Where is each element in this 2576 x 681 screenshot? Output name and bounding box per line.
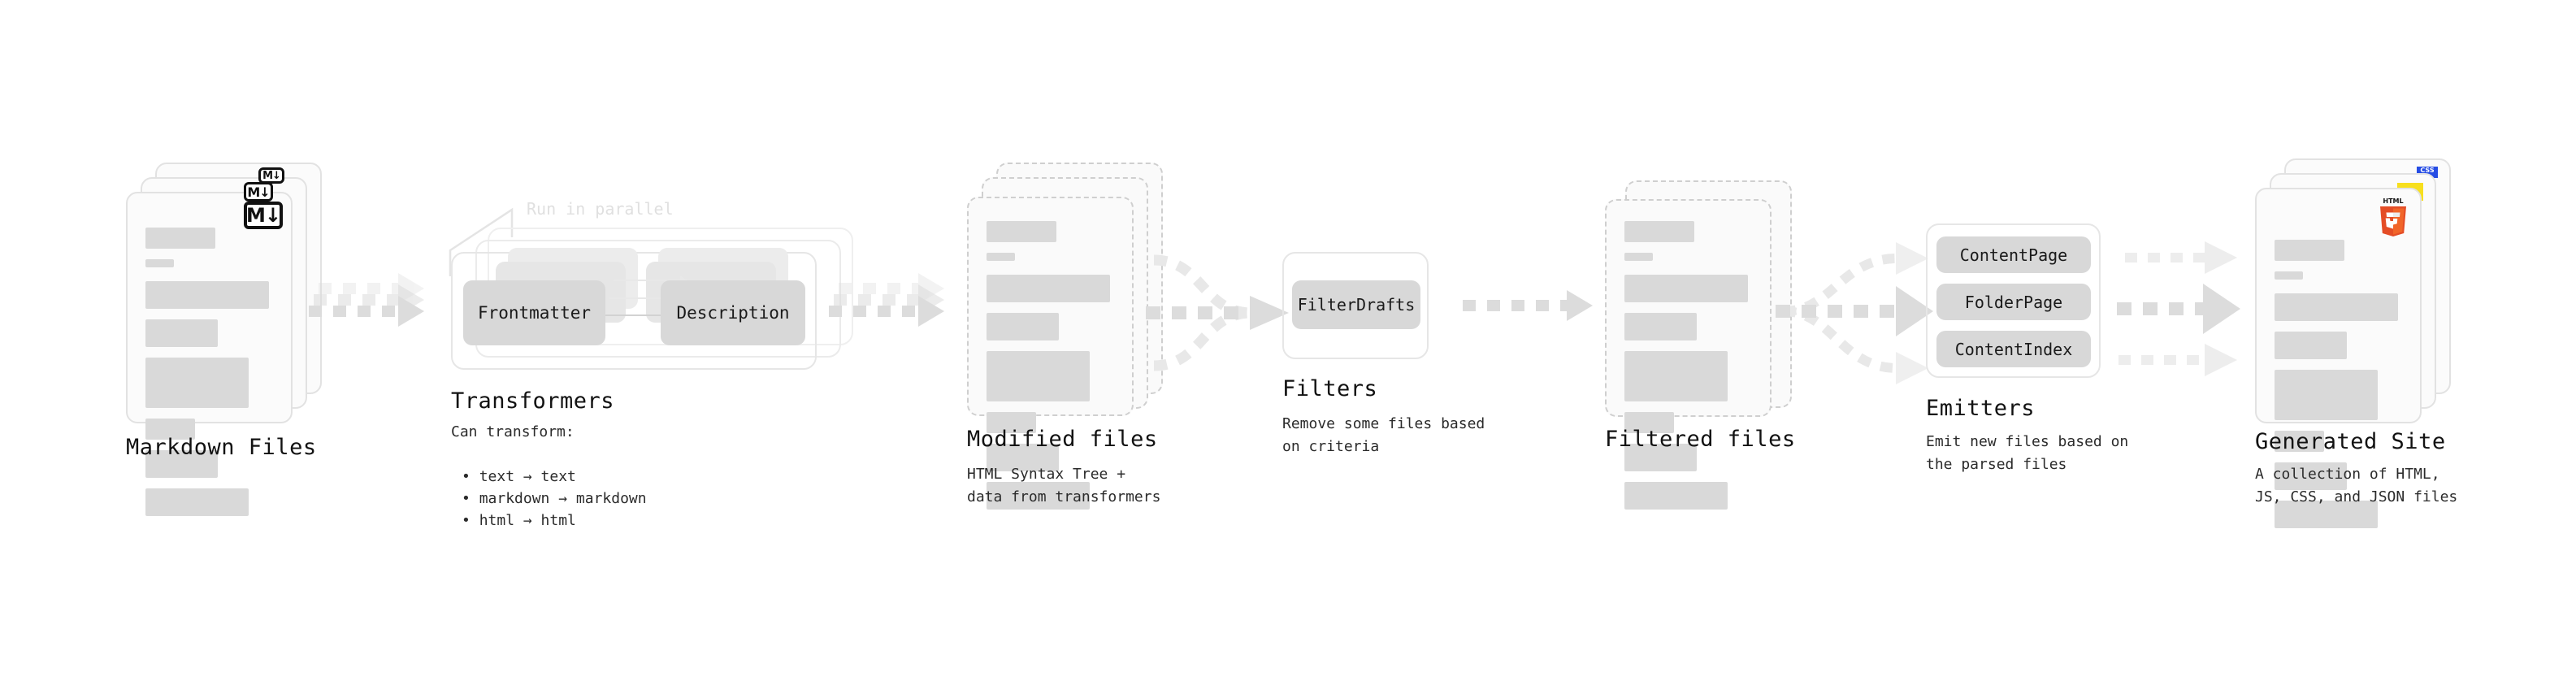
- content-bar: [987, 221, 1057, 242]
- content-bar: [987, 313, 1060, 340]
- content-bar: [145, 259, 174, 267]
- transformers-subtitle: Can transform:: [451, 423, 575, 440]
- content-bar: [987, 412, 1037, 433]
- flow-arrow-6: [2117, 241, 2240, 376]
- generated-file-html: HTML: [2255, 188, 2422, 528]
- filters-box: [1282, 252, 1429, 359]
- run-in-parallel-label: Run in parallel: [527, 199, 674, 219]
- markdown-icon-back-1: M↓: [244, 182, 273, 202]
- transformer-chip-description[interactable]: Description: [661, 280, 805, 345]
- flow-arrow-2: [829, 296, 944, 327]
- content-bar: [145, 228, 216, 249]
- content-bar: [987, 275, 1111, 302]
- markdown-files-title: Markdown Files: [126, 435, 317, 460]
- markdown-file-content: [145, 228, 273, 527]
- content-bar: [1624, 221, 1695, 242]
- generated-site-stack: CSS HTML: [2255, 158, 2466, 528]
- emitters-box: [1926, 223, 2101, 378]
- generated-file-content: [2275, 240, 2402, 539]
- content-bar: [2275, 271, 2303, 280]
- content-bar: [2275, 293, 2399, 321]
- markdown-file-front: M↓: [126, 192, 293, 516]
- content-bar: [145, 319, 219, 347]
- modified-files-title: Modified files: [967, 427, 1158, 452]
- generated-site-title: Generated Site: [2255, 429, 2446, 454]
- content-bar: [2275, 462, 2348, 490]
- run-in-parallel-bracket: [449, 207, 514, 276]
- filter-chip-filterdrafts[interactable]: FilterDrafts: [1292, 280, 1420, 329]
- bullet-dot: •: [462, 489, 479, 507]
- bullet-text: text → text: [479, 467, 576, 485]
- content-bar: [1624, 351, 1728, 401]
- bullet-dot: •: [462, 467, 479, 485]
- flow-arrow-4: [1463, 290, 1593, 321]
- svg-text:HTML: HTML: [2383, 197, 2403, 205]
- content-bar: [2275, 370, 2379, 420]
- emitters-subtitle: Emit new files based on the parsed files: [1926, 433, 2129, 473]
- filtered-file-content: [1624, 221, 1752, 520]
- content-bar: [145, 419, 196, 440]
- modified-file-front: [967, 197, 1134, 510]
- filters-title: Filters: [1282, 376, 1378, 401]
- content-bar: [1624, 313, 1698, 340]
- content-bar: [145, 450, 219, 478]
- flow-arrow-1: [309, 296, 424, 327]
- content-bar: [987, 351, 1091, 401]
- transformers-bullet-2: • html → html: [462, 487, 576, 532]
- transformer-chip-frontmatter[interactable]: Frontmatter: [463, 280, 605, 345]
- filtered-files-stack: [1605, 163, 1816, 510]
- filters-subtitle: Remove some files based on criteria: [1282, 415, 1485, 455]
- content-bar: [145, 281, 270, 309]
- modified-files-stack: [967, 163, 1178, 510]
- transformers-title: Transformers: [451, 388, 615, 414]
- bullet-text: markdown → markdown: [479, 489, 647, 507]
- content-bar: [1624, 253, 1653, 261]
- content-bar: [987, 482, 1091, 510]
- filtered-file-front: [1605, 199, 1772, 510]
- filtered-files-title: Filtered files: [1605, 427, 1796, 452]
- modified-file-content: [987, 221, 1114, 520]
- bullet-dot: •: [462, 511, 479, 529]
- emitter-chip-contentindex[interactable]: ContentIndex: [1936, 331, 2091, 367]
- transformers-bullet-0: • text → text: [462, 443, 576, 488]
- bullet-text: html → html: [479, 511, 576, 529]
- content-bar: [1624, 482, 1728, 510]
- content-bar: [1624, 444, 1698, 471]
- content-bar: [2275, 431, 2325, 452]
- markdown-icon-back-2: M↓: [258, 167, 284, 184]
- content-bar: [2275, 501, 2379, 528]
- generated-site-subtitle: A collection of HTML, JS, CSS, and JSON …: [2255, 466, 2458, 505]
- emitter-chip-folderpage[interactable]: FolderPage: [1936, 284, 2091, 320]
- markdown-icon: M↓: [244, 202, 283, 229]
- content-bar: [145, 358, 249, 408]
- flow-merge-arrow-3: [1146, 254, 1289, 371]
- content-bar: [987, 444, 1060, 471]
- content-bar: [1624, 412, 1675, 433]
- content-bar: [2275, 240, 2345, 261]
- html5-icon: HTML: [2376, 196, 2410, 238]
- content-bar: [2275, 332, 2348, 359]
- markdown-files-stack: M↓: [126, 163, 337, 516]
- flow-fan-arrow-5: [1776, 242, 1933, 384]
- emitter-chip-contentpage[interactable]: ContentPage: [1936, 236, 2091, 273]
- content-bar: [1624, 275, 1749, 302]
- content-bar: [145, 488, 249, 516]
- modified-files-subtitle: HTML Syntax Tree + data from transformer…: [967, 466, 1161, 505]
- emitters-title: Emitters: [1926, 396, 2036, 421]
- transformers-bullet-1: • markdown → markdown: [462, 465, 647, 510]
- content-bar: [987, 253, 1015, 261]
